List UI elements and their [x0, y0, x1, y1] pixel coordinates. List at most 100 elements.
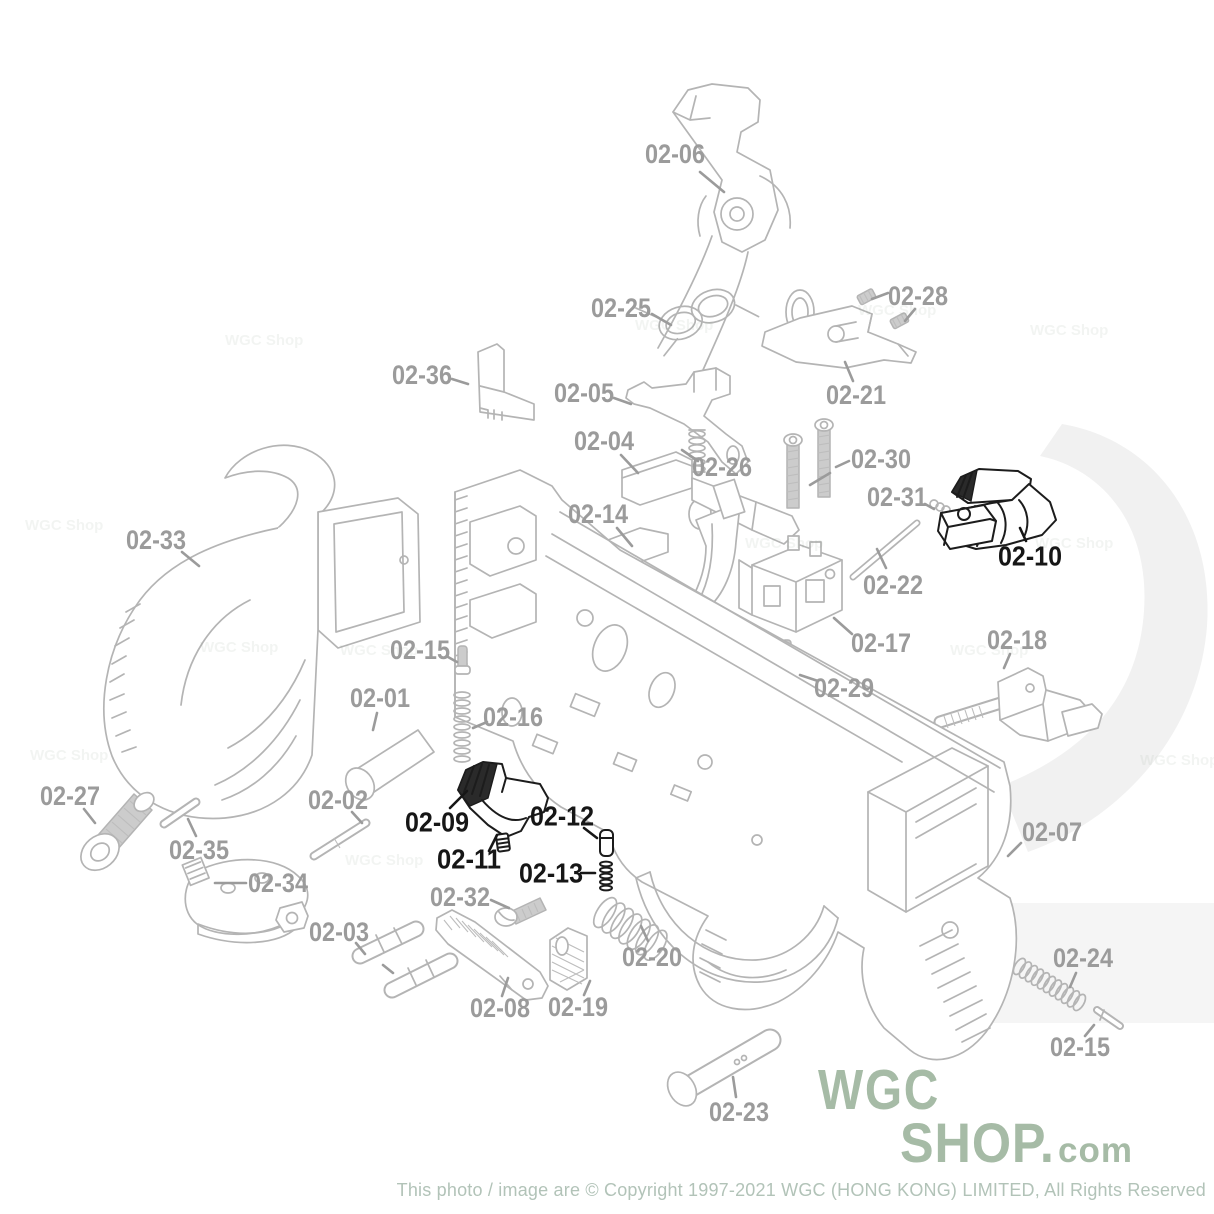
leader-line-02-07: [1006, 841, 1023, 858]
part-label-02-02: 02-02: [308, 785, 368, 815]
part-label-02-05: 02-05: [554, 378, 614, 408]
leader-line-02-31: [923, 502, 936, 511]
leader-line-02-30: [808, 471, 832, 487]
leader-line-02-19: [582, 979, 592, 997]
faint-watermark-text: WGC Shop: [745, 535, 823, 552]
part-label-02-32: 02-32: [430, 882, 490, 912]
faint-watermark-text: WGC Shop: [1140, 752, 1214, 769]
part-label-02-03: 02-03: [309, 917, 369, 947]
part-hammer: [657, 83, 792, 371]
part-label-02-23: 02-23: [709, 1097, 769, 1127]
part-long-pin: [849, 519, 921, 581]
part-label-02-08: 02-08: [470, 993, 530, 1023]
leader-line-02-18: [1002, 652, 1012, 670]
part-label-02-27: 02-27: [40, 781, 100, 811]
part-label-02-33: 02-33: [126, 525, 186, 555]
leader-line-02-35: [186, 817, 198, 838]
part-label-02-34: 02-34: [248, 868, 308, 898]
leader-line-02-36: [450, 377, 470, 386]
faint-watermark-text: WGC Shop: [1035, 535, 1113, 552]
part-plunger-black: [599, 829, 614, 857]
part-label-02-29: 02-29: [814, 673, 874, 703]
leader-line-02-08: [500, 976, 510, 998]
leader-line-02-20: [639, 924, 650, 943]
leader-line-02-11: [487, 833, 499, 853]
leader-line-02-23: [731, 1075, 738, 1099]
leader-line-02-25: [650, 312, 673, 327]
leader-line-02-15: [1083, 1023, 1096, 1038]
leader-line-02-03: [381, 963, 395, 975]
faint-watermark-text: WGC Shop: [340, 642, 418, 659]
part-label-02-11: 02-11: [437, 844, 501, 875]
part-label-02-01: 02-01: [350, 683, 410, 713]
logo-shop-text: SHOP.: [900, 1111, 1055, 1174]
part-label-02-28: 02-28: [888, 281, 948, 311]
part-frame-screws: [783, 418, 834, 509]
part-spring-vertical: [453, 691, 471, 763]
leader-line-02-17: [832, 616, 854, 636]
background-watermark-shape: [985, 424, 1214, 1023]
part-valve-block: [738, 535, 843, 633]
leader-line-02-12: [582, 826, 599, 840]
part-label-02-09: 02-09: [405, 807, 469, 838]
part-label-02-10: 02-10: [998, 541, 1062, 572]
leader-line-02-21: [843, 360, 855, 383]
leader-line-02-01: [371, 711, 379, 732]
leader-line-02-16: [471, 720, 489, 730]
part-label-02-35: 02-35: [169, 835, 229, 865]
part-label-02-19: 02-19: [548, 992, 608, 1022]
part-magazine-catch: [933, 667, 1103, 742]
logo-wgc-text: WGC: [818, 1058, 941, 1122]
leader-line-02-14: [615, 526, 634, 548]
leader-line-02-15: [446, 655, 459, 664]
faint-watermark-text: WGC Shop: [635, 317, 713, 334]
part-label-02-26: 02-26: [692, 452, 752, 482]
leader-line-02-10: [1018, 526, 1028, 543]
part-trigger-bar: [625, 367, 749, 475]
part-label-02-20: 02-20: [622, 942, 682, 972]
part-label-02-21: 02-21: [826, 380, 886, 410]
leader-line-02-29: [798, 673, 820, 683]
leader-line-02-28: [870, 291, 890, 301]
part-set-screws: [856, 288, 910, 330]
faint-watermark-text: WGC Shop: [345, 852, 423, 869]
part-pin-large: [344, 729, 435, 801]
part-slide-stop: [457, 761, 549, 838]
leader-line-02-03: [354, 941, 367, 956]
part-lower-receiver: [454, 469, 1018, 1061]
faint-watermark-text: WGC Shop: [225, 332, 303, 349]
leader-line-02-22: [875, 547, 888, 570]
leader-line-02-28: [903, 307, 917, 323]
part-label-02-30: 02-30: [851, 444, 911, 474]
part-grip: [103, 444, 421, 820]
part-label-02-17: 02-17: [851, 628, 911, 658]
leader-line-02-33: [180, 550, 201, 568]
leader-line-02-05: [612, 396, 633, 406]
faint-watermark-text: WGC Shop: [25, 517, 103, 534]
part-label-02-24: 02-24: [1053, 943, 1113, 973]
faint-watermark-text: WGC Shop: [1030, 322, 1108, 339]
leader-line-02-27: [82, 807, 97, 825]
part-label-02-15: 02-15: [1050, 1032, 1110, 1062]
part-label-02-04: 02-04: [574, 426, 634, 456]
part-label-02-12: 02-12: [530, 801, 594, 832]
part-base-plate: [181, 856, 309, 944]
part-pins-pair: [351, 920, 459, 999]
part-label-02-15: 02-15: [390, 635, 450, 665]
leader-line-02-06: [698, 170, 726, 194]
part-spring-and-pin: [1012, 957, 1124, 1030]
part-label-02-14: 02-14: [568, 499, 628, 529]
part-label-02-22: 02-22: [863, 570, 923, 600]
part-label-02-36: 02-36: [392, 360, 452, 390]
faint-watermark-text: WGC Shop: [30, 747, 108, 764]
leader-line-02-24: [1068, 971, 1078, 989]
part-label-02-07: 02-07: [1022, 817, 1082, 847]
part-set-screw-black: [495, 832, 511, 853]
faint-watermark-text: WGC Shop: [858, 302, 936, 319]
wgc-shop-logo: WGC SHOP. com: [818, 1062, 1133, 1171]
part-large-pin: [666, 1028, 782, 1107]
faint-watermark-text: WGC Shop: [200, 639, 278, 656]
